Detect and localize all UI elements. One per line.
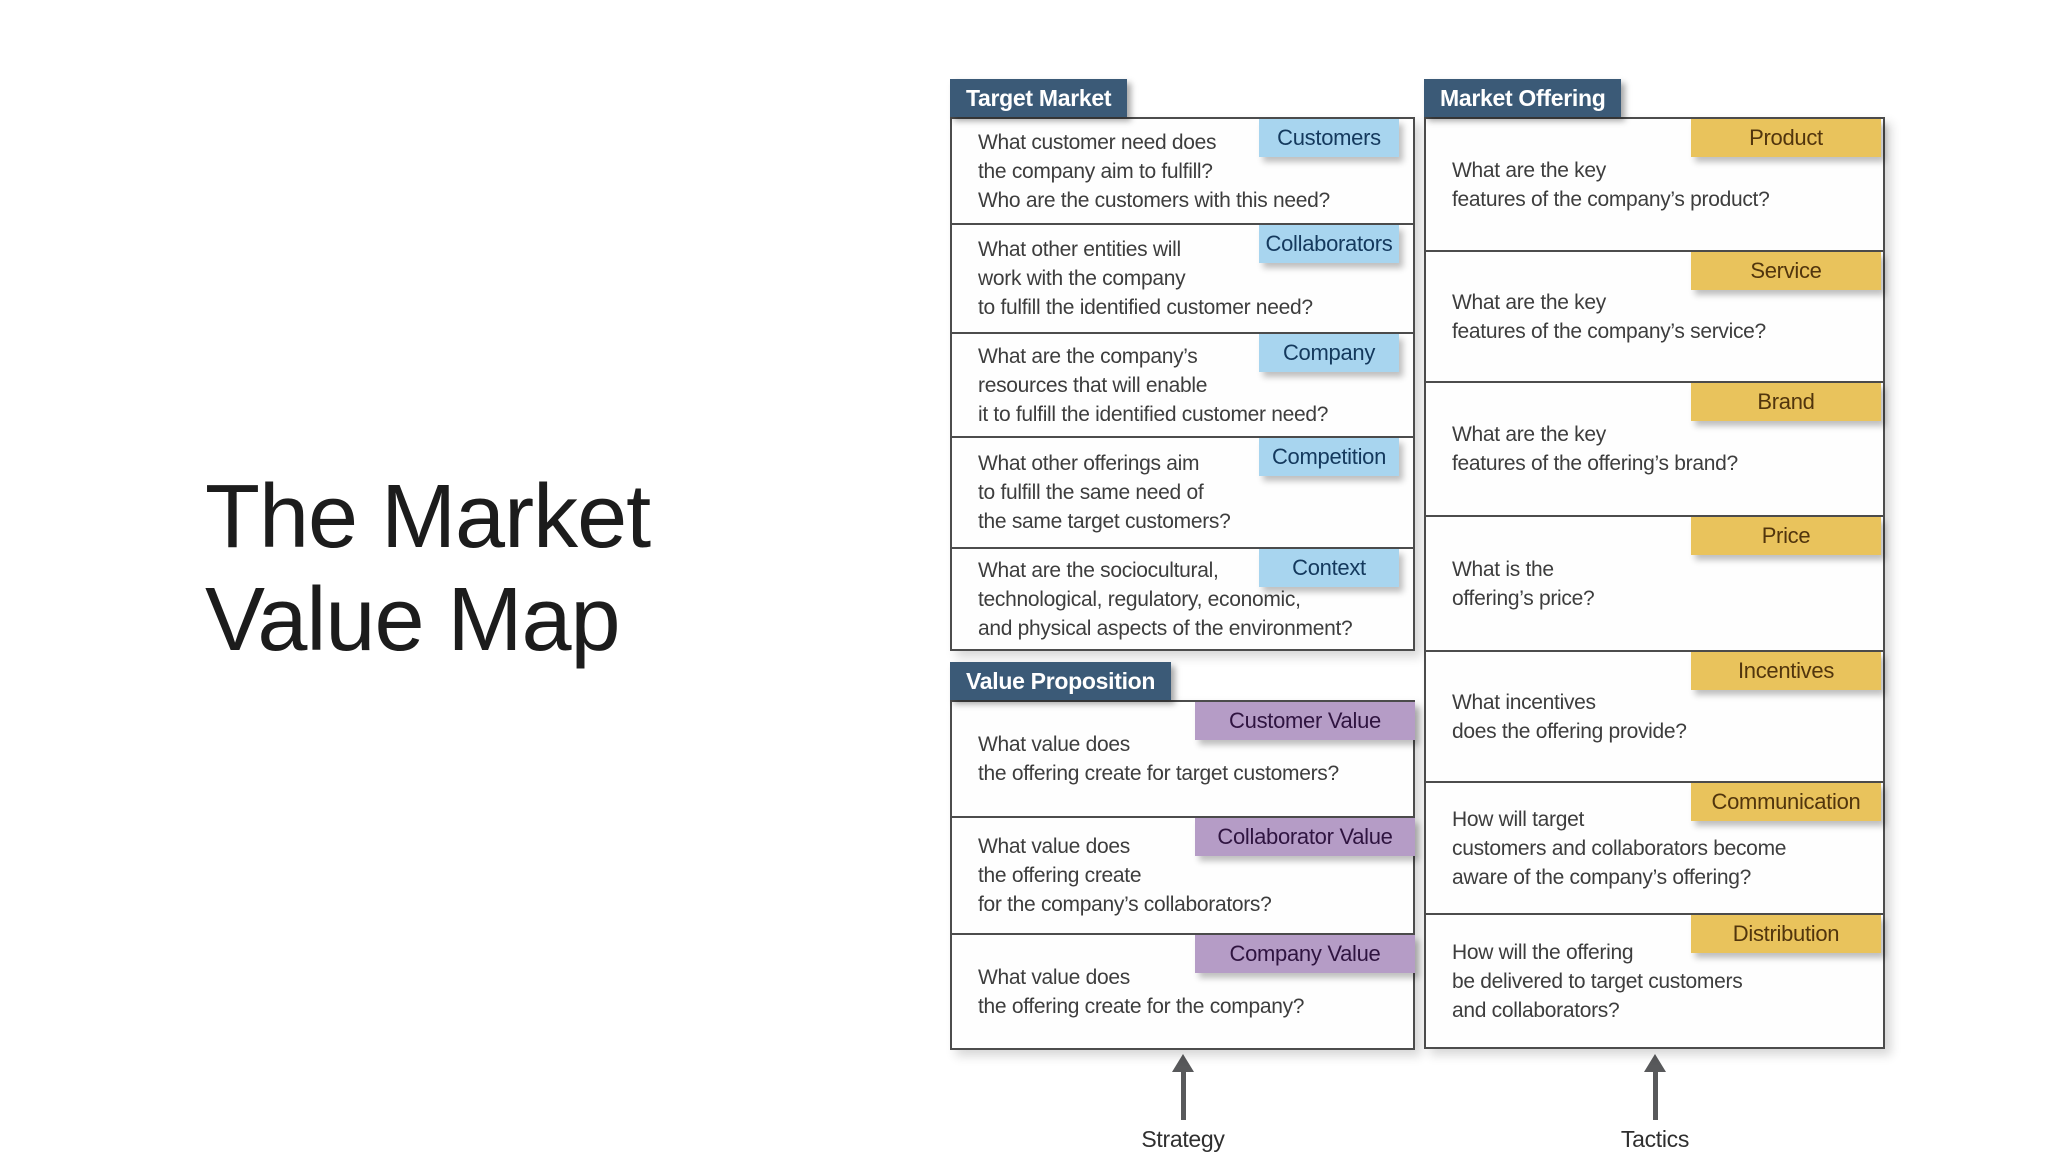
- row-company: Company What are the company’s resources…: [952, 332, 1413, 436]
- row-competition: Competition What other offerings aim to …: [952, 436, 1413, 547]
- row-collaborators: Collaborators What other entities will w…: [952, 223, 1413, 332]
- target-market-box: Customers What customer need does the co…: [950, 117, 1415, 651]
- row-service: Service What are the key features of the…: [1426, 250, 1883, 381]
- question-context: What are the sociocultural, technologica…: [978, 558, 1353, 640]
- tag-price: Price: [1691, 517, 1881, 555]
- question-competition: What other offerings aim to fulfill the …: [978, 452, 1231, 533]
- row-customers: Customers What customer need does the co…: [952, 119, 1413, 223]
- tactics-label: Tactics: [1620, 1126, 1690, 1152]
- tag-collaborator-value: Collaborator Value: [1195, 818, 1415, 856]
- row-distribution: Distribution How will the offering be de…: [1426, 913, 1883, 1047]
- tag-collaborators: Collaborators: [1259, 225, 1399, 263]
- arrow-stem: [1652, 1072, 1658, 1120]
- tag-communication: Communication: [1691, 783, 1881, 821]
- row-customer-value: Customer Value What value does the offer…: [952, 702, 1415, 816]
- row-price: Price What is the offering’s price?: [1426, 515, 1883, 650]
- question-service: What are the key features of the company…: [1452, 290, 1766, 343]
- slide-title: The Market Value Map: [205, 467, 651, 670]
- tag-customers: Customers: [1259, 119, 1399, 157]
- tag-company: Company: [1259, 334, 1399, 372]
- up-arrow-icon: [1172, 1054, 1194, 1072]
- tag-incentives: Incentives: [1691, 652, 1881, 690]
- question-company: What are the company’s resources that wi…: [978, 344, 1329, 426]
- tag-customer-value: Customer Value: [1195, 702, 1415, 740]
- question-incentives: What incentives does the offering provid…: [1452, 690, 1687, 743]
- question-price: What is the offering’s price?: [1452, 557, 1595, 610]
- tag-competition: Competition: [1259, 438, 1399, 476]
- question-customer-value: What value does the offering create for …: [978, 733, 1339, 785]
- row-collaborator-value: Collaborator Value What value does the o…: [952, 816, 1415, 933]
- row-company-value: Company Value What value does the offeri…: [952, 933, 1415, 1048]
- question-product: What are the key features of the company…: [1452, 158, 1770, 211]
- tag-product: Product: [1691, 119, 1881, 157]
- market-offering-header: Market Offering: [1424, 79, 1622, 117]
- row-incentives: Incentives What incentives does the offe…: [1426, 650, 1883, 781]
- row-communication: Communication How will target customers …: [1426, 781, 1883, 913]
- target-market-header: Target Market: [950, 79, 1128, 117]
- tag-brand: Brand: [1691, 383, 1881, 421]
- question-customers: What customer need does the company aim …: [978, 130, 1330, 212]
- question-communication: How will target customers and collaborat…: [1452, 807, 1787, 889]
- row-context: Context What are the sociocultural, tech…: [952, 547, 1413, 649]
- up-arrow-icon: [1644, 1054, 1666, 1072]
- strategy-label: Strategy: [1141, 1126, 1225, 1152]
- tactics-arrow-group: Tactics: [1595, 1054, 1715, 1152]
- value-proposition-box: Customer Value What value does the offer…: [950, 700, 1415, 1050]
- value-proposition-header: Value Proposition: [950, 662, 1172, 700]
- question-collaborators: What other entities will work with the c…: [978, 238, 1313, 319]
- tag-service: Service: [1691, 252, 1881, 290]
- question-collaborator-value: What value does the offering create for …: [978, 835, 1272, 916]
- strategy-arrow-group: Strategy: [1123, 1054, 1243, 1152]
- arrow-stem: [1180, 1072, 1186, 1120]
- question-company-value: What value does the offering create for …: [978, 965, 1305, 1018]
- tag-distribution: Distribution: [1691, 915, 1881, 953]
- question-brand: What are the key features of the offerin…: [1452, 423, 1738, 475]
- row-brand: Brand What are the key features of the o…: [1426, 381, 1883, 515]
- row-product: Product What are the key features of the…: [1426, 119, 1883, 250]
- tag-company-value: Company Value: [1195, 935, 1415, 973]
- question-distribution: How will the offering be delivered to ta…: [1452, 940, 1743, 1022]
- tag-context: Context: [1259, 549, 1399, 587]
- market-offering-box: Product What are the key features of the…: [1424, 117, 1885, 1049]
